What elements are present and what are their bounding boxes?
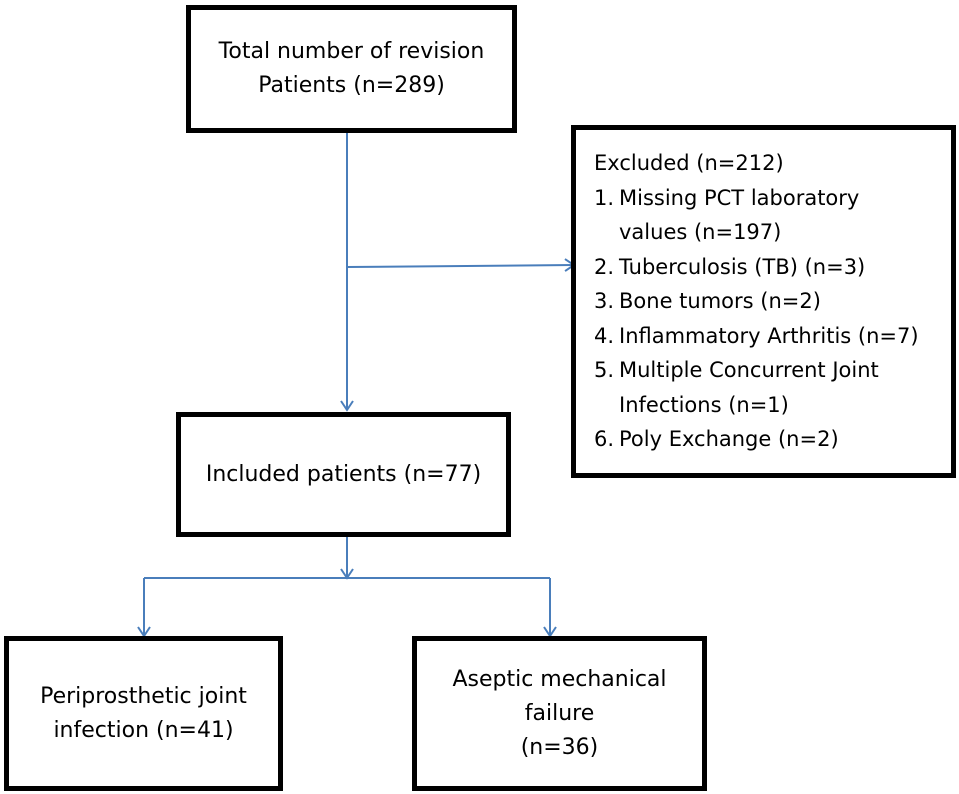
total-patients-box: Total number of revision Patients (n=289… — [186, 5, 517, 133]
included-patients-box: Included patients (n=77) — [176, 412, 511, 537]
excluded-item-text: Inflammatory Arthritis (n=7) — [619, 323, 919, 348]
excluded-item-number: 2. — [594, 254, 615, 279]
excluded-item-text: Poly Exchange (n=2) — [619, 427, 839, 451]
excluded-item-text: values (n=197) — [619, 220, 782, 244]
arrow-to-excluded — [346, 258, 576, 272]
excluded-item-text: Missing PCT laboratory — [619, 185, 860, 210]
excluded-item-text: Tuberculosis (TB) (n=3) — [619, 254, 866, 279]
aseptic-box: Aseptic mechanical failure (n=36) — [412, 636, 707, 791]
excluded-box: Excluded (n=212) 1. Missing PCT laborato… — [571, 125, 956, 478]
excluded-item-number: 1. — [594, 185, 615, 210]
excluded-item-3: 3. Bone tumors (n=2) — [594, 284, 821, 319]
excluded-heading: Excluded (n=212) — [594, 151, 784, 175]
aseptic-line-3: (n=36) — [520, 734, 599, 760]
pji-box: Periprosthetic joint infection (n=41) — [4, 636, 283, 791]
aseptic-line-1: Aseptic mechanical — [452, 666, 667, 692]
excluded-item-number: 5. — [594, 358, 615, 382]
excluded-item-6: 6. Poly Exchange (n=2) — [594, 422, 839, 457]
excluded-item-4: 4. Inflammatory Arthritis (n=7) — [594, 319, 919, 354]
excluded-item-number: 3. — [594, 289, 615, 313]
excluded-item-2: 2. Tuberculosis (TB) (n=3) — [594, 250, 865, 285]
total-line-1: Total number of revision — [218, 39, 485, 64]
pji-line-2: infection (n=41) — [53, 717, 234, 743]
excluded-item-text: Multiple Concurrent Joint — [619, 358, 879, 382]
excluded-item-number: 6. — [594, 427, 615, 451]
excluded-item-5: 5. Multiple Concurrent Joint Infections … — [594, 353, 879, 422]
excluded-item-1: 1. Missing PCT laboratory values (n=197) — [594, 181, 859, 250]
excluded-item-text: Infections (n=1) — [619, 392, 789, 417]
pji-line-1: Periprosthetic joint — [40, 683, 247, 709]
excluded-item-text: Bone tumors (n=2) — [619, 289, 821, 313]
included-line-1: Included patients (n=77) — [205, 461, 482, 487]
excluded-item-number: 4. — [594, 323, 615, 348]
aseptic-line-2: failure — [524, 700, 595, 726]
total-line-2: Patients (n=289) — [258, 73, 445, 98]
